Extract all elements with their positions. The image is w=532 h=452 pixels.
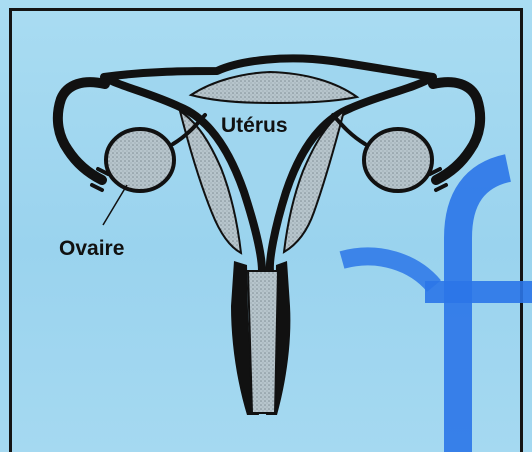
ovaire-leader-line [103,185,127,225]
fallopian-tube-right [433,82,480,180]
uterus-label: Utérus [221,115,288,136]
ovary-right [364,129,432,191]
ovary-left [106,129,174,191]
vaginal-lumen [248,271,278,413]
ovary-label: Ovaire [59,238,124,259]
fallopian-tube-left [58,82,105,180]
